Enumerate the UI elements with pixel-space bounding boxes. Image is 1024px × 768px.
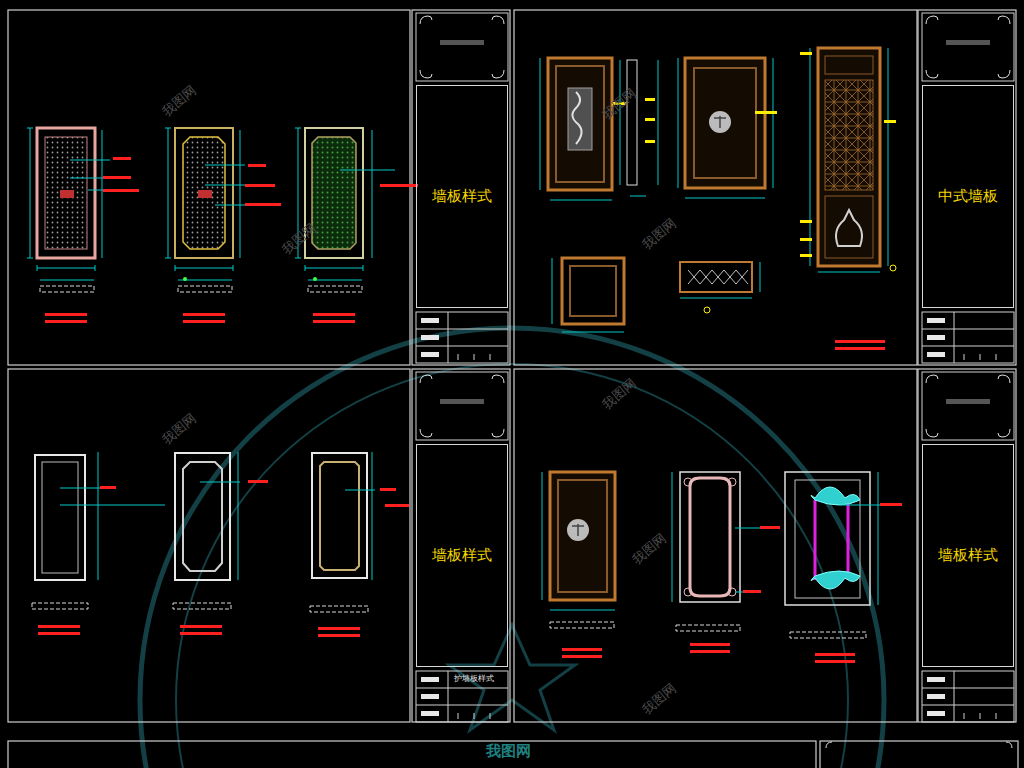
title-panel: 墙板样式	[922, 444, 1014, 667]
watermark-text: 我图网	[159, 82, 200, 121]
title-strips	[416, 13, 1014, 748]
watermark-text: 我图网	[599, 375, 640, 414]
title-panel: 墙板样式	[416, 85, 508, 308]
watermark-seal	[140, 328, 884, 768]
sheet-title: 墙板样式	[432, 187, 492, 206]
sheet-title: 墙板样式	[938, 546, 998, 565]
site-mark: 我图网	[486, 742, 531, 761]
title-panel: 墙板样式	[416, 444, 508, 667]
sheet-title: 墙板样式	[432, 546, 492, 565]
sheet-title: 中式墙板	[938, 187, 998, 206]
watermark-text: 我图网	[639, 215, 680, 254]
title-block-text: 护墙板样式	[454, 673, 494, 684]
panel-drawings-c	[32, 452, 409, 637]
watermark-text: 我图网	[629, 530, 670, 569]
panel-drawings-a	[27, 128, 418, 323]
panel-drawings-d	[542, 472, 902, 663]
panel-drawings-b	[540, 48, 896, 350]
sheet-frames	[8, 10, 1018, 768]
title-panel: 中式墙板	[922, 85, 1014, 308]
watermark-text: 我图网	[639, 680, 680, 719]
watermark-text: 我图网	[159, 410, 200, 449]
